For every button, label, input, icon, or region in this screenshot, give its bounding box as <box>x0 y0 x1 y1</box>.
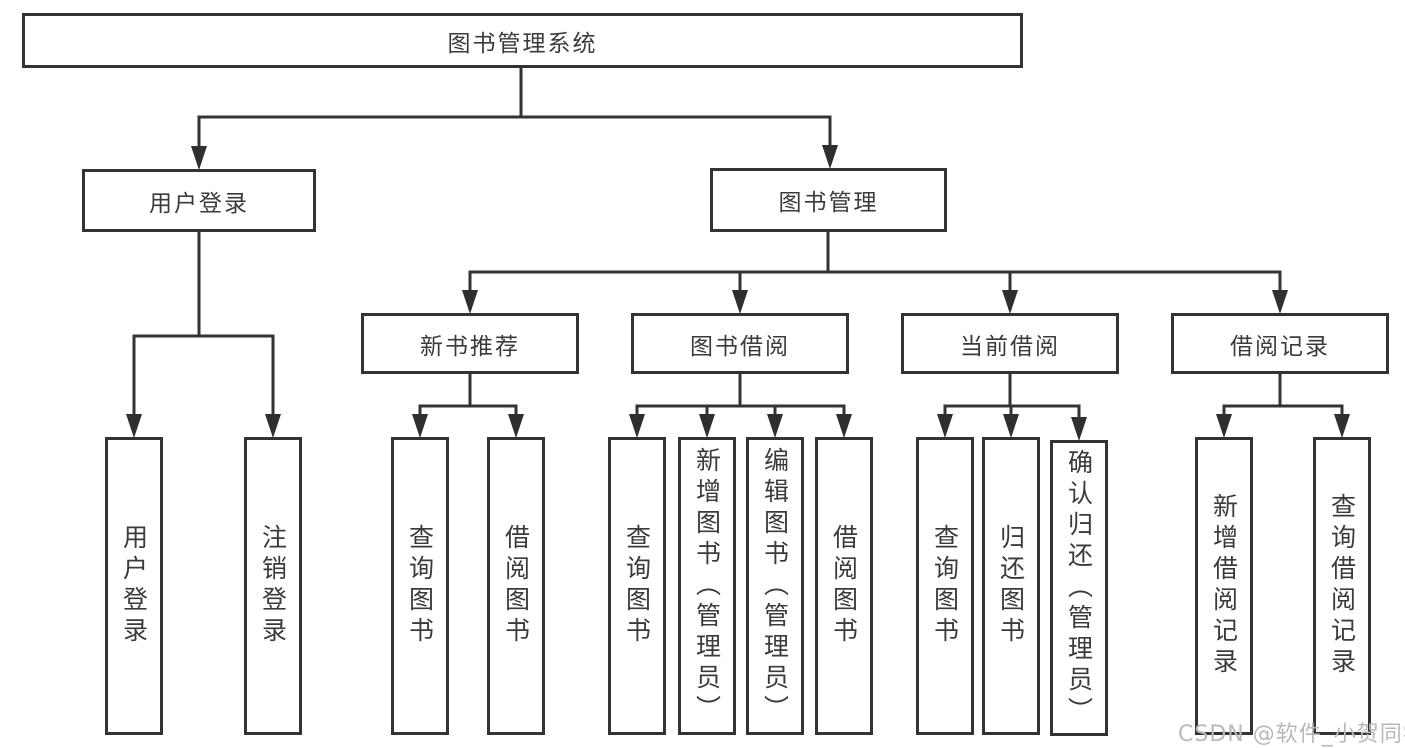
leaf-borrow-books: 借阅图书 <box>815 437 873 735</box>
arrowhead <box>1071 417 1087 441</box>
wire-bookborrow-to-leaves <box>635 372 846 420</box>
node-label: 归还图书 <box>996 524 1026 648</box>
arrowhead <box>629 414 645 438</box>
arrowhead <box>508 414 524 438</box>
node-label: 注销登录 <box>258 524 288 648</box>
arrowheads <box>126 145 1350 441</box>
node-label: 查询图书 <box>930 524 960 648</box>
node-label: 编辑图书（管理员） <box>760 446 790 726</box>
node-label: 借阅图书 <box>829 524 859 648</box>
node-label: 当前借阅 <box>960 333 1060 360</box>
leaf-query-books-recommend: 查询图书 <box>391 437 449 735</box>
wire-newbook-to-leaves <box>418 372 518 420</box>
node-new-book-recommend: 新书推荐 <box>361 313 579 374</box>
leaf-borrow-books-recommend: 借阅图书 <box>487 437 545 735</box>
node-label: 查询图书 <box>622 524 652 648</box>
wire-bookmgmt-to-level3 <box>468 230 1282 296</box>
wire-currentborrow-to-leaves <box>943 372 1081 423</box>
leaf-query-borrow-record: 查询借阅记录 <box>1313 437 1371 735</box>
arrowhead <box>191 146 207 170</box>
node-label: 图书管理系统 <box>447 30 598 57</box>
node-label: 查询借阅记录 <box>1327 493 1357 679</box>
leaf-logout: 注销登录 <box>244 437 302 735</box>
arrowhead <box>1002 290 1018 314</box>
wire-userlogin-to-leaves <box>132 230 275 420</box>
node-label: 用户登录 <box>119 524 149 648</box>
arrowhead <box>836 414 852 438</box>
arrowhead <box>1216 414 1232 438</box>
leaf-user-login: 用户登录 <box>105 437 163 735</box>
leaf-add-borrow-record: 新增借阅记录 <box>1195 437 1253 735</box>
leaf-query-books-current: 查询图书 <box>916 437 974 735</box>
node-label: 新书推荐 <box>420 333 520 360</box>
node-borrow-records: 借阅记录 <box>1171 313 1389 374</box>
arrowhead <box>937 414 953 438</box>
node-user-login: 用户登录 <box>82 169 316 232</box>
node-label: 借阅图书 <box>501 524 531 648</box>
node-label: 图书借阅 <box>690 333 790 360</box>
node-label: 用户登录 <box>149 190 249 217</box>
node-book-management: 图书管理 <box>710 168 947 232</box>
node-label: 图书管理 <box>778 190 879 216</box>
arrowhead <box>412 414 428 438</box>
arrowhead <box>732 290 748 314</box>
leaf-add-book-admin: 新增图书（管理员） <box>678 437 736 735</box>
leaf-confirm-return-admin: 确认归还（管理员） <box>1050 440 1108 736</box>
node-label: 查询图书 <box>405 524 435 648</box>
wire-borrowrecords-to-leaves <box>1222 372 1344 420</box>
node-label: 新增图书（管理员） <box>692 446 722 726</box>
node-current-borrow: 当前借阅 <box>901 313 1119 374</box>
leaf-query-books-borrow: 查询图书 <box>608 437 666 735</box>
arrowhead <box>126 414 142 438</box>
leaf-edit-book-admin: 编辑图书（管理员） <box>746 437 804 735</box>
node-system-root: 图书管理系统 <box>22 13 1023 68</box>
arrowhead <box>822 145 838 169</box>
node-label: 新增借阅记录 <box>1209 493 1239 679</box>
node-label: 借阅记录 <box>1230 333 1330 360</box>
arrowhead <box>1003 414 1019 438</box>
node-label: 确认归还（管理员） <box>1064 448 1094 728</box>
node-book-borrow: 图书借阅 <box>631 313 849 374</box>
arrowhead <box>265 414 281 438</box>
wire-root-to-level2 <box>197 66 832 152</box>
arrowhead <box>1334 414 1350 438</box>
arrowhead <box>1272 290 1288 314</box>
csdn-watermark: CSDN @软件_小贺同学 <box>1178 722 1405 747</box>
arrowhead <box>699 414 715 438</box>
leaf-return-book: 归还图书 <box>982 437 1040 735</box>
arrowhead <box>767 414 783 438</box>
arrowhead <box>462 290 478 314</box>
